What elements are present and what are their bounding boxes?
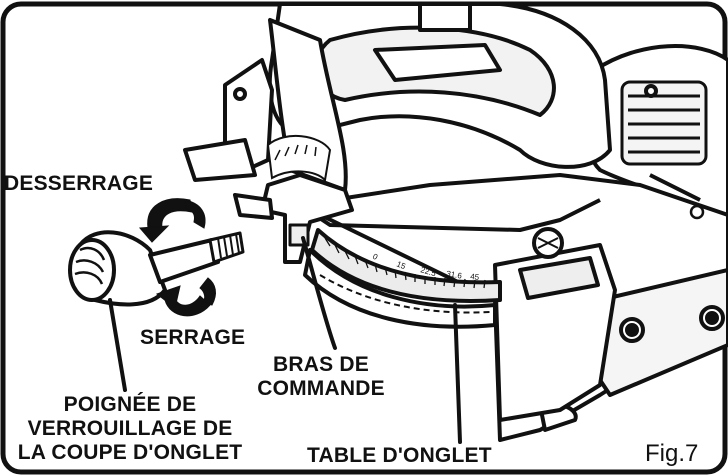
table-foot <box>493 227 617 422</box>
lock-handle-label-line1: POIGNÉE DE <box>63 393 197 416</box>
base-side <box>538 268 728 432</box>
miter-scale-number: 0 <box>371 252 380 262</box>
control-arm-label-line1: BRAS DE <box>273 353 369 376</box>
loosen-label: DESSERRAGE <box>4 172 154 195</box>
lock-handle-knob <box>68 230 245 307</box>
lock-handle-label: POIGNÉE DE VERROUILLAGE DE LA COUPE D'ON… <box>2 393 258 465</box>
figure-number: Fig.7 <box>645 440 699 467</box>
miter-scale-ticks <box>324 237 486 289</box>
miter-scale-number: 22.5 <box>419 265 437 278</box>
fence-bracket <box>183 58 274 182</box>
loosen-arrow <box>138 198 206 243</box>
tighten-arrow <box>155 277 216 317</box>
miter-scale-number: 45 <box>470 272 480 282</box>
miter-scale-number: 31.6 <box>446 269 463 281</box>
table-rim-dash <box>319 274 491 314</box>
pivot-dot <box>689 204 705 220</box>
miter-scale-number: 15 <box>395 260 407 272</box>
leader-lines <box>108 236 462 444</box>
control-arm-label-line2: COMMANDE <box>257 377 385 400</box>
control-arm <box>233 173 354 264</box>
miter-table-label: TABLE D'ONGLET <box>307 444 492 467</box>
control-arm-label: BRAS DE COMMANDE <box>256 353 386 401</box>
bevel-scale <box>266 134 332 183</box>
lock-handle-label-line3: LA COUPE D'ONGLET <box>17 441 243 464</box>
saw-handle <box>267 2 612 169</box>
motor-housing <box>580 44 728 232</box>
tighten-label: SERRAGE <box>140 326 246 349</box>
lock-handle-label-line2: VERROUILLAGE DE <box>27 417 233 440</box>
